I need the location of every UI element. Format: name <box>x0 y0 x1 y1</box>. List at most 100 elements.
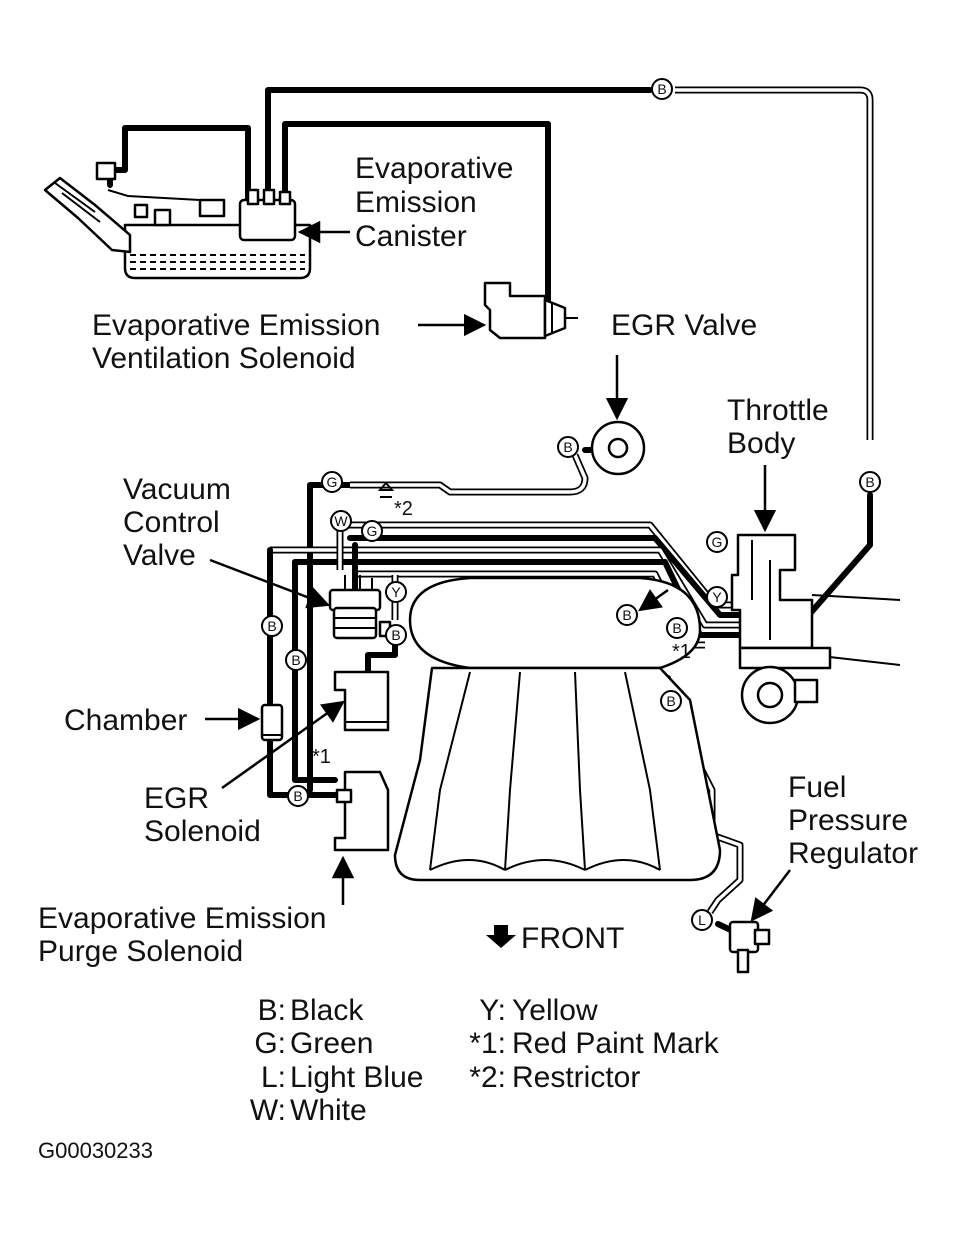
label-fpr-2: Pressure <box>788 804 908 837</box>
hose-black-to-egr-solenoid <box>365 642 398 675</box>
svg-text:G: G <box>712 534 723 550</box>
legend-value-y: Yellow <box>512 994 598 1027</box>
legend-value-w: White <box>290 1094 367 1127</box>
hose-bundle-1-inner <box>340 523 745 607</box>
hose-canister-to-throttle-outline-inner <box>675 88 872 440</box>
legend-value-restrictor: Restrictor <box>512 1061 640 1094</box>
svg-text:W: W <box>334 513 348 529</box>
label-egr-solenoid-1: EGR <box>144 782 209 815</box>
legend-key-b: B: <box>258 994 286 1027</box>
front-indicator: FRONT <box>486 922 624 955</box>
vacuum-control-valve <box>328 575 392 640</box>
tag-yellow-left: Y <box>385 581 407 603</box>
legend-key-restrictor: *2: <box>469 1061 506 1094</box>
svg-text:Y: Y <box>712 589 722 605</box>
front-arrow-icon <box>486 925 516 948</box>
evaporative-emission-ventilation-solenoid <box>483 281 578 340</box>
tag-white: W <box>330 510 352 532</box>
tag-green-mid: G <box>361 520 383 542</box>
hose-tags: B B B G W G G Y Y B B B B B B B L <box>261 78 881 931</box>
svg-text:B: B <box>267 618 276 634</box>
legend-key-y: Y: <box>479 994 506 1027</box>
label-canister-2: Emission <box>355 186 477 219</box>
hose-canister-to-throttle-outline <box>675 86 874 440</box>
throttle-body <box>730 533 901 725</box>
legend-key-l: L: <box>261 1061 286 1094</box>
label-vcv-3: Valve <box>123 539 196 572</box>
evaporative-emission-canister <box>43 161 312 280</box>
leader-arrows <box>205 220 791 922</box>
label-chamber: Chamber <box>64 704 187 737</box>
legend-value-l: Light Blue <box>290 1061 423 1094</box>
tag-black-throttle: B <box>859 471 881 493</box>
hose-canister-left-loop <box>107 125 251 203</box>
tag-green-right: G <box>706 531 728 553</box>
egr-valve <box>590 420 646 476</box>
label-vent-solenoid-1: Evaporative Emission <box>92 309 380 342</box>
label-vent-solenoid-2: Ventilation Solenoid <box>92 342 356 375</box>
svg-text:B: B <box>657 81 666 97</box>
svg-text:G: G <box>367 523 378 539</box>
tag-black-regulator: B <box>660 690 682 712</box>
evaporative-emission-purge-solenoid <box>333 770 390 852</box>
restrictor-symbol <box>377 481 395 498</box>
label-fpr-3: Regulator <box>788 837 918 870</box>
tag-black-left-2: B <box>285 649 307 671</box>
tag-black-vcv: B <box>385 624 407 646</box>
svg-text:B: B <box>563 439 572 455</box>
label-purge-solenoid-1: Evaporative Emission <box>38 902 326 935</box>
hose-bundle-3-inner <box>270 548 740 627</box>
label-egr-valve: EGR Valve <box>611 309 757 342</box>
svg-text:B: B <box>291 652 300 668</box>
hose-bundle-2 <box>347 535 748 618</box>
tag-light-blue: L <box>691 909 713 931</box>
mark-red-paint-left: *1 <box>312 746 331 768</box>
label-front: FRONT <box>521 922 624 955</box>
legend-value-red-paint: Red Paint Mark <box>512 1027 720 1060</box>
hose-top-to-egr-valve-inner <box>350 454 587 494</box>
svg-text:Y: Y <box>391 584 401 600</box>
legend-key-w: W: <box>250 1094 286 1127</box>
label-throttle-body-2: Body <box>727 427 795 460</box>
hose-canister-to-vent-solenoid <box>282 121 551 303</box>
legend-key-g: G: <box>254 1027 286 1060</box>
tag-black-top: B <box>651 78 673 100</box>
label-fpr-1: Fuel <box>788 771 846 804</box>
figure-code: G00030233 <box>38 1138 153 1163</box>
label-egr-solenoid-2: Solenoid <box>144 815 261 848</box>
svg-text:B: B <box>293 788 302 804</box>
tag-yellow-right: Y <box>706 586 728 608</box>
hose-light-blue-inner <box>682 734 742 913</box>
label-vcv-1: Vacuum <box>123 473 231 506</box>
label-canister-1: Evaporative <box>355 152 513 185</box>
label-canister-3: Canister <box>355 220 467 253</box>
svg-text:B: B <box>622 607 631 623</box>
svg-text:L: L <box>698 912 706 928</box>
tag-green-top: G <box>321 471 343 493</box>
legend-key-red-paint: *1: <box>469 1027 506 1060</box>
tag-black-egr-valve: B <box>557 436 579 458</box>
legend-value-g: Green <box>290 1027 373 1060</box>
egr-solenoid <box>333 670 390 732</box>
chamber <box>260 703 284 742</box>
svg-text:B: B <box>672 620 681 636</box>
legend-value-b: Black <box>290 994 364 1027</box>
svg-text:B: B <box>666 693 675 709</box>
mark-red-paint-manifold: *1 <box>672 641 691 663</box>
hose-left-inner-black <box>292 559 338 783</box>
legend: B: Black G: Green L: Light Blue W: White… <box>250 994 720 1127</box>
svg-text:B: B <box>391 627 400 643</box>
label-throttle-body-1: Throttle <box>727 394 829 427</box>
svg-text:B: B <box>865 474 874 490</box>
label-vcv-2: Control <box>123 506 220 539</box>
mark-restrictor: *2 <box>394 498 413 520</box>
svg-text:G: G <box>327 474 338 490</box>
label-purge-solenoid-2: Purge Solenoid <box>38 935 243 968</box>
tag-black-purge: B <box>287 785 309 807</box>
tag-black-left-1: B <box>261 615 283 637</box>
tag-black-manifold-1: B <box>616 604 638 626</box>
tag-black-manifold-2: B <box>666 617 688 639</box>
fuel-pressure-regulator <box>728 920 771 974</box>
hose-canister-to-throttle-black <box>265 87 653 208</box>
